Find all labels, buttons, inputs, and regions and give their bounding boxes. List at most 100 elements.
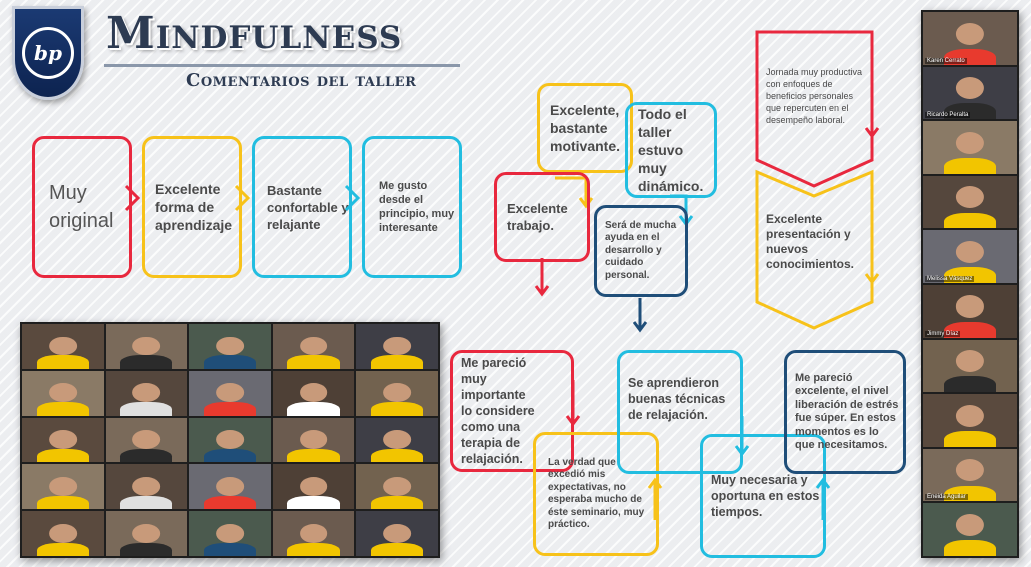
participant-face bbox=[216, 523, 244, 543]
comment-box-7: Excelente trabajo. bbox=[494, 172, 590, 262]
comment-box-9: Me pareció muy importante lo considere c… bbox=[450, 350, 574, 472]
participant-face bbox=[132, 476, 161, 496]
participant-face bbox=[299, 476, 328, 496]
sidebar-video-tile bbox=[923, 394, 1017, 447]
participant-shirt bbox=[943, 48, 997, 65]
company-logo: bp bbox=[12, 6, 84, 100]
video-tile bbox=[189, 511, 271, 556]
video-tile bbox=[22, 417, 104, 463]
sidebar-video-tile bbox=[923, 121, 1017, 174]
page-title: Mindfulness bbox=[106, 8, 403, 59]
participant-face bbox=[955, 295, 985, 318]
participant-shirt bbox=[943, 267, 997, 283]
video-tile bbox=[105, 511, 188, 556]
participant-face bbox=[383, 523, 412, 543]
comment-text: Se aprendieron buenas técnicas de relaja… bbox=[628, 376, 726, 422]
participant-face bbox=[383, 383, 412, 403]
participant-shirt bbox=[36, 495, 89, 510]
sidebar-video-tile bbox=[923, 339, 1017, 393]
participant-shirt bbox=[943, 430, 997, 447]
participant-face bbox=[48, 523, 77, 543]
video-tile bbox=[22, 511, 104, 556]
comment-box-6: Todo el taller estuvo muy dinámico. bbox=[625, 102, 717, 198]
participant-shirt bbox=[943, 321, 997, 338]
comment-text: La verdad que excedió mis expectativas, … bbox=[548, 456, 645, 531]
participant-shirt bbox=[371, 402, 424, 416]
comment-text: Excelente forma de aprendizaje bbox=[155, 181, 233, 233]
participant-face bbox=[383, 476, 412, 496]
participant-shirt bbox=[287, 448, 340, 463]
video-tile bbox=[189, 417, 271, 463]
comment-text: Muy necesaria y oportuna en estos tiempo… bbox=[711, 473, 820, 519]
video-tile bbox=[105, 370, 188, 416]
participant-face bbox=[383, 430, 412, 449]
comment-box-8: Será de mucha ayuda en el desarrollo y c… bbox=[594, 205, 688, 297]
comment-text: Bastante confortable y relajante bbox=[267, 182, 349, 232]
comment-text: Me pareció muy importante lo considere c… bbox=[461, 356, 535, 466]
video-tile bbox=[356, 417, 438, 463]
participant-shirt bbox=[203, 402, 257, 416]
video-tile bbox=[105, 417, 188, 463]
participant-face bbox=[132, 336, 161, 356]
sidebar-video-tile: Jimmy Díaz bbox=[923, 284, 1017, 338]
participant-shirt bbox=[203, 355, 257, 369]
participant-face bbox=[955, 131, 985, 154]
participants-video-grid bbox=[20, 322, 440, 558]
participant-shirt bbox=[943, 485, 997, 502]
participant-face bbox=[48, 430, 77, 449]
participant-name: Ricardo Peralta bbox=[925, 112, 971, 119]
participant-face bbox=[48, 383, 77, 403]
participant-face bbox=[955, 240, 985, 263]
video-tile bbox=[272, 511, 355, 556]
participant-name: Eneida Aguilar bbox=[925, 494, 968, 501]
comment-box-13: Me pareció excelente, el nivel liberació… bbox=[784, 350, 906, 474]
participant-shirt bbox=[287, 542, 340, 556]
comment-text: Excelente, bastante motivante. bbox=[550, 102, 621, 154]
participant-face bbox=[955, 22, 985, 45]
participant-shirt bbox=[120, 448, 173, 463]
video-tile bbox=[356, 464, 438, 510]
logo-mark: bp bbox=[22, 27, 74, 79]
participant-face bbox=[216, 430, 244, 449]
participant-name: Karen Cerrato bbox=[925, 57, 967, 64]
participant-face bbox=[955, 459, 985, 482]
participant-face bbox=[955, 186, 985, 209]
participant-shirt bbox=[120, 542, 173, 556]
video-tile bbox=[356, 324, 438, 369]
participant-face bbox=[216, 383, 244, 403]
participant-face bbox=[955, 513, 985, 536]
chevron-comment-2: Excelente presentación y nuevos conocimi… bbox=[766, 212, 855, 271]
participant-shirt bbox=[203, 448, 257, 463]
comment-text: Me gusto desde el principio, muy interes… bbox=[379, 180, 455, 234]
video-tile bbox=[272, 324, 355, 369]
participant-shirt bbox=[371, 355, 424, 369]
video-tile bbox=[272, 417, 355, 463]
sidebar-video-tile bbox=[923, 175, 1017, 229]
participant-shirt bbox=[120, 402, 173, 416]
page-subtitle: Comentarios del taller bbox=[186, 70, 417, 91]
participant-shirt bbox=[36, 542, 89, 556]
participant-face bbox=[132, 430, 161, 449]
participant-face bbox=[955, 77, 985, 100]
participant-shirt bbox=[371, 448, 424, 463]
participant-shirt bbox=[203, 495, 257, 510]
comment-box-5: Excelente, bastante motivante. bbox=[537, 83, 633, 173]
video-tile bbox=[22, 464, 104, 510]
comment-box-11: Se aprendieron buenas técnicas de relaja… bbox=[617, 350, 743, 474]
participant-shirt bbox=[36, 355, 89, 369]
video-tile bbox=[356, 370, 438, 416]
participant-face bbox=[132, 523, 161, 543]
participant-shirt bbox=[120, 355, 173, 369]
participant-name: Melissa Vásquez bbox=[925, 275, 975, 282]
participant-shirt bbox=[36, 448, 89, 463]
participant-shirt bbox=[371, 495, 424, 510]
participant-shirt bbox=[287, 402, 340, 416]
sidebar-video-tile: Karen Cerrato bbox=[923, 12, 1017, 65]
participant-face bbox=[216, 476, 244, 496]
video-tile bbox=[189, 324, 271, 369]
participant-shirt bbox=[943, 158, 997, 174]
participant-face bbox=[132, 383, 161, 403]
sidebar-video-tile: Melissa Vásquez bbox=[923, 230, 1017, 283]
comment-box-4: Me gusto desde el principio, muy interes… bbox=[362, 136, 462, 278]
